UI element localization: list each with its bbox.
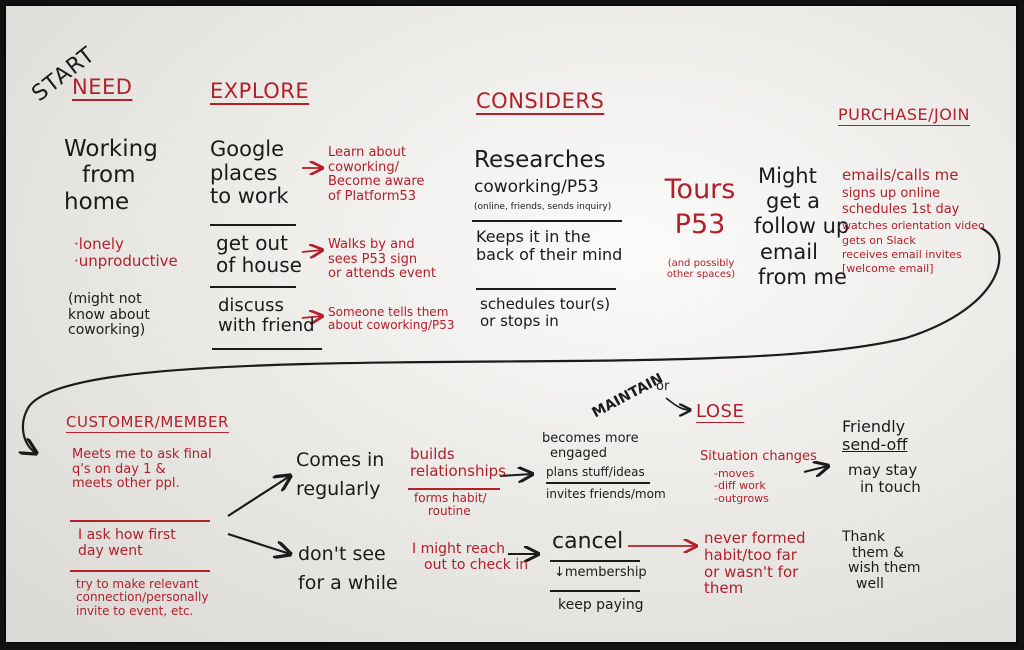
divider-considers-2 (476, 288, 616, 290)
divider-builds (408, 488, 500, 490)
divider-customer-2 (70, 570, 210, 572)
header-need: NEED (72, 75, 133, 99)
considers-researches: Researches (474, 147, 606, 173)
flow-invites: invites friends/mom (546, 487, 666, 501)
flow-membership: ↓membership (554, 565, 647, 580)
header-explore: EXPLORE (210, 79, 310, 103)
divider-customer-1 (70, 520, 210, 522)
flow-forms: forms habit/routine (414, 491, 487, 519)
connector-lines (6, 6, 1001, 644)
header-customer: CUSTOMER/MEMBER (66, 413, 229, 431)
arrow-lose (665, 397, 690, 410)
divider-considers-1 (472, 220, 622, 222)
divider-explore-2 (210, 286, 296, 288)
flow-situation-list: -moves-diff work-outgrows (714, 467, 769, 505)
followup-email: Might get a follow up email from me (754, 164, 850, 289)
divider-explore-3 (212, 348, 322, 350)
arrow-dontsee (227, 532, 290, 554)
considers-sources: (online, friends, sends inquiry) (474, 202, 612, 212)
need-bullets: ·lonely·unproductive (74, 235, 178, 270)
flow-cancel: cancel (552, 529, 624, 554)
arrow-situation (803, 466, 828, 472)
divider-explore-1 (210, 224, 296, 226)
arrow-builds (499, 474, 532, 476)
flow-plans: plans stuff/ideas (546, 465, 645, 479)
header-considers: CONSIDERS (476, 89, 605, 113)
flow-situation: Situation changes (700, 449, 817, 464)
header-lose: LOSE (696, 401, 745, 422)
arrow-friend (301, 316, 322, 318)
arrow-comes (227, 476, 290, 517)
purchase-list: emails/calls me signs up online schedule… (842, 166, 985, 276)
divider-cancel-2 (550, 590, 640, 592)
journey-curve (23, 227, 1001, 453)
considers-coworking: coworking/P53 (474, 177, 599, 197)
header-purchase: PURCHASE/JOIN (838, 105, 970, 124)
whiteboard: START NEED EXPLORE CONSIDERS PURCHASE/JO… (4, 4, 1018, 644)
divider-cancel-1 (550, 560, 640, 562)
arrow-house (301, 250, 322, 252)
divider-engaged (546, 482, 650, 484)
considers-schedules: schedules tour(s)or stops in (480, 295, 611, 330)
flow-keeppaying: keep paying (558, 597, 644, 613)
label-or: or (656, 379, 670, 394)
